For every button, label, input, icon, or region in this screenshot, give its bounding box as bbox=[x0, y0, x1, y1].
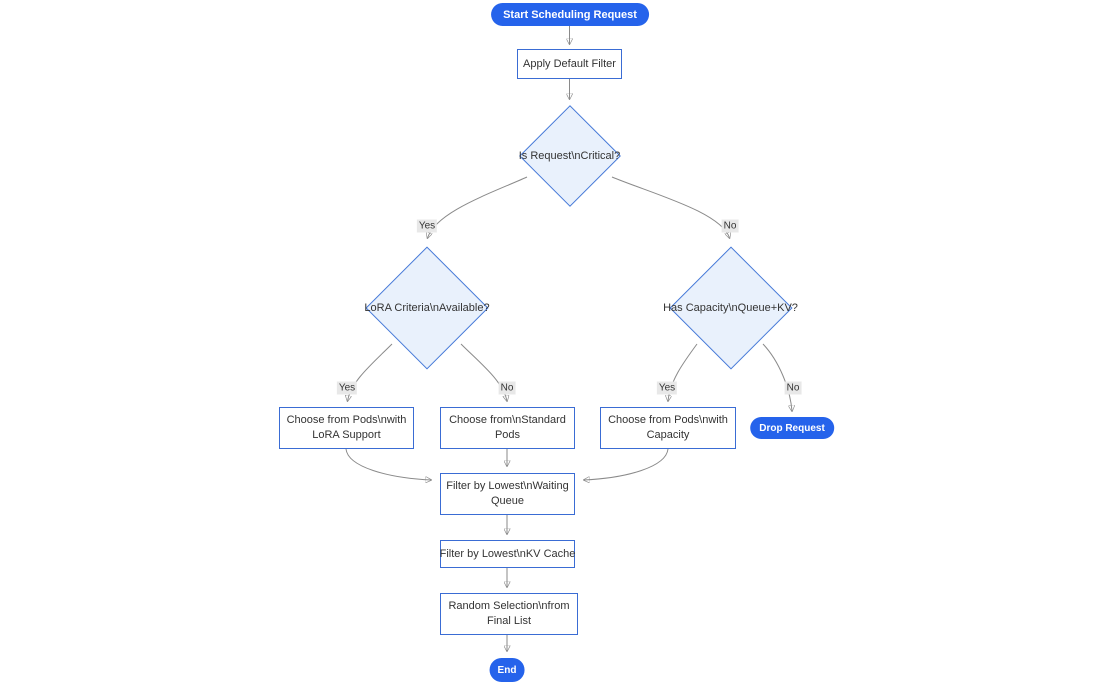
edge-capacity-choosecapacity bbox=[668, 343, 698, 401]
node-has-capacity-label: Has Capacity\nQueue+KV? bbox=[663, 302, 798, 314]
edge-lora-choosestandard bbox=[460, 343, 507, 401]
edge-label-critical-yes: Yes bbox=[416, 219, 438, 233]
edge-label-lora-no: No bbox=[498, 381, 516, 395]
node-drop-request: Drop Request bbox=[750, 417, 834, 439]
edge-label-capacity-no: No bbox=[784, 381, 802, 395]
node-choose-standard-pods: Choose from\nStandard Pods bbox=[440, 407, 575, 449]
node-filter-kv-cache-label: Filter by Lowest\nKV Cache bbox=[439, 547, 576, 560]
node-lora-criteria-label: LoRA Criteria\nAvailable? bbox=[364, 302, 490, 314]
node-filter-kv-cache: Filter by Lowest\nKV Cache bbox=[440, 540, 575, 568]
node-lora-criteria: LoRA Criteria\nAvailable? bbox=[364, 246, 490, 370]
node-start-label: Start Scheduling Request bbox=[503, 8, 637, 21]
node-end: End bbox=[489, 658, 525, 682]
node-filter-waiting-queue-label: Filter by Lowest\nWaiting Queue bbox=[446, 480, 569, 507]
edge-label-critical-no: No bbox=[721, 219, 739, 233]
edge-chooselora-filterwaiting bbox=[345, 448, 431, 480]
node-choose-lora-pods-label: Choose from Pods\nwith LoRA Support bbox=[286, 414, 407, 441]
node-choose-capacity-pods: Choose from Pods\nwith Capacity bbox=[600, 407, 736, 449]
node-drop-request-label: Drop Request bbox=[759, 422, 825, 434]
node-is-request-critical: Is Request\nCritical? bbox=[518, 105, 621, 207]
node-end-label: End bbox=[497, 664, 517, 676]
edge-capacity-drop bbox=[762, 343, 792, 411]
node-apply-default-filter: Apply Default Filter bbox=[517, 49, 622, 79]
node-start: Start Scheduling Request bbox=[491, 3, 649, 26]
node-is-request-critical-label: Is Request\nCritical? bbox=[518, 150, 621, 162]
node-filter-waiting-queue: Filter by Lowest\nWaiting Queue bbox=[440, 473, 575, 515]
node-random-selection-label: Random Selection\nfrom Final List bbox=[448, 600, 570, 627]
edge-label-capacity-yes: Yes bbox=[656, 381, 678, 395]
edge-critical-lora bbox=[428, 176, 528, 238]
edge-critical-capacity bbox=[611, 176, 730, 238]
node-random-selection: Random Selection\nfrom Final List bbox=[440, 593, 578, 635]
node-choose-capacity-pods-label: Choose from Pods\nwith Capacity bbox=[608, 414, 728, 441]
node-apply-default-filter-label: Apply Default Filter bbox=[523, 57, 616, 70]
edge-choosecapacity-filterwaiting bbox=[584, 448, 669, 480]
edge-label-lora-yes: Yes bbox=[336, 381, 358, 395]
node-choose-lora-pods: Choose from Pods\nwith LoRA Support bbox=[279, 407, 414, 449]
edge-lora-chooselora bbox=[348, 343, 393, 401]
node-choose-standard-pods-label: Choose from\nStandard Pods bbox=[449, 414, 566, 441]
node-has-capacity: Has Capacity\nQueue+KV? bbox=[663, 246, 798, 370]
